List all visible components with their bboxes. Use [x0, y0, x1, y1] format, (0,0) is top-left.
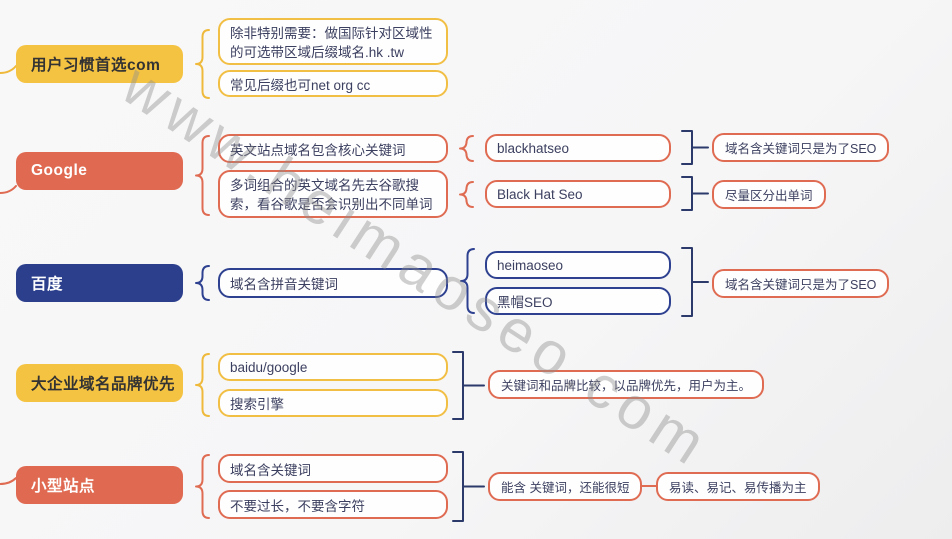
branch-pinyin-keyword[interactable]: 域名含拼音关键词 [218, 268, 448, 298]
example-blackhatseo[interactable]: blackhatseo [485, 134, 671, 162]
stub-user-habit [0, 65, 17, 74]
note-easy-read-remember-spread[interactable]: 易读、易记、易传播为主 [656, 472, 820, 501]
note-keyword-and-short[interactable]: 能含 关键词，还能很短 [488, 472, 643, 501]
branch-baidu-google[interactable]: baidu/google [218, 353, 448, 381]
note-keyword-only-for-seo-baidu[interactable]: 域名含关键词只是为了SEO [712, 269, 890, 298]
branch-multiword-google-test[interactable]: 多词组合的英文域名先去谷歌搜索，看谷歌是否会识别出不同单词 [218, 170, 448, 218]
example-black-hat-seo[interactable]: Black Hat Seo [485, 180, 671, 208]
bracket-google-note-1 [681, 130, 693, 165]
example-heimaoseo[interactable]: heimaoseo [485, 251, 671, 279]
stub-google [0, 185, 17, 194]
note-brand-over-keyword[interactable]: 关键词和品牌比较，以品牌优先，用户为主。 [488, 370, 765, 399]
topic-user-habit-com[interactable]: 用户习惯首选com [16, 45, 183, 83]
brace-big-brand [195, 353, 210, 417]
branch-common-suffix[interactable]: 常见后缀也可net org cc [218, 70, 448, 97]
brace-small-site [195, 454, 210, 519]
brace-baidu [195, 265, 210, 301]
bracket-google-note-2 [681, 176, 693, 211]
topic-small-site[interactable]: 小型站点 [16, 466, 183, 504]
branch-search-engine[interactable]: 搜索引擎 [218, 389, 448, 417]
brace-google-example-2 [459, 181, 474, 208]
brace-user-habit [195, 29, 210, 99]
brace-google [195, 135, 210, 216]
example-heimao-seo-cn[interactable]: 黑帽SEO [485, 287, 671, 315]
branch-regional-suffix[interactable]: 除非特别需要：做国际针对区域性的可选带区域后缀域名.hk .tw [218, 18, 448, 65]
branch-not-too-long[interactable]: 不要过长，不要含字符 [218, 490, 448, 519]
note-keyword-only-for-seo-google[interactable]: 域名含关键词只是为了SEO [712, 133, 890, 162]
brace-google-example-1 [459, 135, 474, 162]
topic-big-brand-first[interactable]: 大企业域名品牌优先 [16, 364, 183, 402]
topic-baidu[interactable]: 百度 [16, 264, 183, 302]
note-separate-words[interactable]: 尽量区分出单词 [712, 180, 826, 209]
bracket-baidu-note [681, 247, 693, 317]
topic-google[interactable]: Google [16, 152, 183, 190]
bracket-big-brand-note [452, 351, 464, 420]
branch-domain-has-keyword[interactable]: 域名含关键词 [218, 454, 448, 483]
bracket-small-site-note [452, 451, 464, 522]
brace-baidu-examples [460, 248, 475, 314]
branch-english-keyword[interactable]: 英文站点域名包含核心关键词 [218, 134, 448, 163]
stub-small-site [0, 477, 17, 485]
